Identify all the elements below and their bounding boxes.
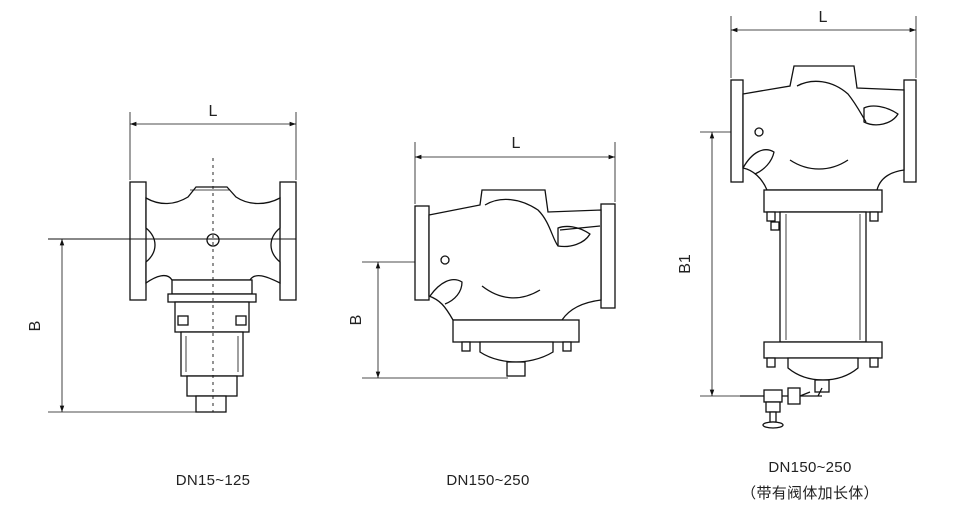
dimension-label-L: L bbox=[512, 135, 521, 152]
valve-view-extended: L B1 bbox=[677, 9, 917, 429]
caption-medium-valve: DN150~250 bbox=[446, 472, 530, 489]
valve-body bbox=[428, 189, 602, 321]
right-flange bbox=[279, 181, 297, 301]
dimension-label-B: B bbox=[348, 315, 365, 326]
left-flange bbox=[730, 79, 744, 183]
right-flange bbox=[903, 79, 917, 183]
dimension-label-L: L bbox=[819, 9, 828, 26]
right-flange bbox=[600, 203, 616, 309]
caption-extended-valve: DN150~250 bbox=[768, 459, 852, 476]
dimension-label-B: B bbox=[27, 321, 44, 332]
left-flange bbox=[414, 205, 430, 301]
dimension-label-L: L bbox=[209, 103, 218, 120]
valve-view-small: L B bbox=[27, 103, 297, 413]
valve-view-medium: L B bbox=[348, 135, 616, 379]
caption-small-valve: DN15~125 bbox=[175, 472, 251, 489]
caption-extended-valve-note: （带有阀体加长体） bbox=[741, 485, 879, 502]
left-flange bbox=[129, 181, 147, 301]
valve-body bbox=[742, 65, 905, 191]
dimension-label-B1: B1 bbox=[677, 254, 694, 274]
port-circle bbox=[206, 233, 220, 247]
